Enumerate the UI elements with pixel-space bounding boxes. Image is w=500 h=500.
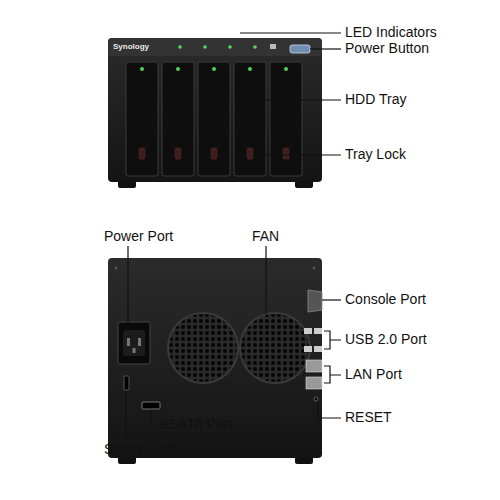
usb-port xyxy=(314,328,322,334)
part-label: eSATA Port xyxy=(161,417,232,432)
safety-lock-slot xyxy=(124,376,129,390)
power-socket xyxy=(118,322,150,364)
power-socket-inner xyxy=(123,330,145,356)
fan-grill xyxy=(168,313,238,383)
led xyxy=(253,45,257,49)
part-label: USB 2.0 Port xyxy=(345,332,427,347)
leader-line xyxy=(250,99,341,100)
part-label: RESET xyxy=(345,410,392,425)
leader-line xyxy=(265,246,266,314)
part-label: LED Indicators xyxy=(345,25,437,40)
esata-port xyxy=(142,402,160,409)
leader-line xyxy=(240,32,341,33)
pin xyxy=(133,348,136,353)
leader-line xyxy=(127,246,128,322)
led xyxy=(178,45,182,49)
pin xyxy=(127,338,130,346)
power-button xyxy=(290,45,310,53)
usb-port xyxy=(304,346,312,352)
brand-logo: Synology xyxy=(113,43,149,52)
part-label: Power Button xyxy=(345,41,429,56)
part-label: HDD Tray xyxy=(345,92,406,107)
leader-line xyxy=(322,299,341,300)
front-view xyxy=(108,38,322,188)
pin xyxy=(138,338,141,346)
console-port xyxy=(308,290,322,312)
lan-port xyxy=(306,377,322,389)
front-body xyxy=(108,38,322,182)
usb-port xyxy=(304,328,312,334)
leader-line xyxy=(151,410,157,425)
led xyxy=(203,45,207,49)
leader-line xyxy=(324,366,341,383)
lan-port xyxy=(306,360,322,372)
led xyxy=(228,45,232,49)
fan-grill xyxy=(240,313,310,383)
part-label: Tray Lock xyxy=(345,147,406,162)
led xyxy=(270,44,276,49)
back-view xyxy=(108,258,322,464)
reset-hole xyxy=(314,397,318,401)
usb-port xyxy=(314,346,322,352)
top-panel xyxy=(108,38,322,56)
part-label: Console Port xyxy=(345,292,426,307)
screw xyxy=(313,267,316,270)
part-label: FAN xyxy=(252,229,279,244)
leader-line xyxy=(125,391,126,440)
hdd-trays xyxy=(126,62,302,176)
screw xyxy=(115,267,118,270)
leader-line xyxy=(324,331,341,349)
leader-line xyxy=(253,154,341,155)
part-label: LAN Port xyxy=(345,367,402,382)
part-label: Power Port xyxy=(104,229,173,244)
back-body xyxy=(108,258,322,458)
leader-line xyxy=(310,48,341,49)
part-label: Safety Lock xyxy=(104,442,177,457)
leader-line xyxy=(318,402,341,418)
